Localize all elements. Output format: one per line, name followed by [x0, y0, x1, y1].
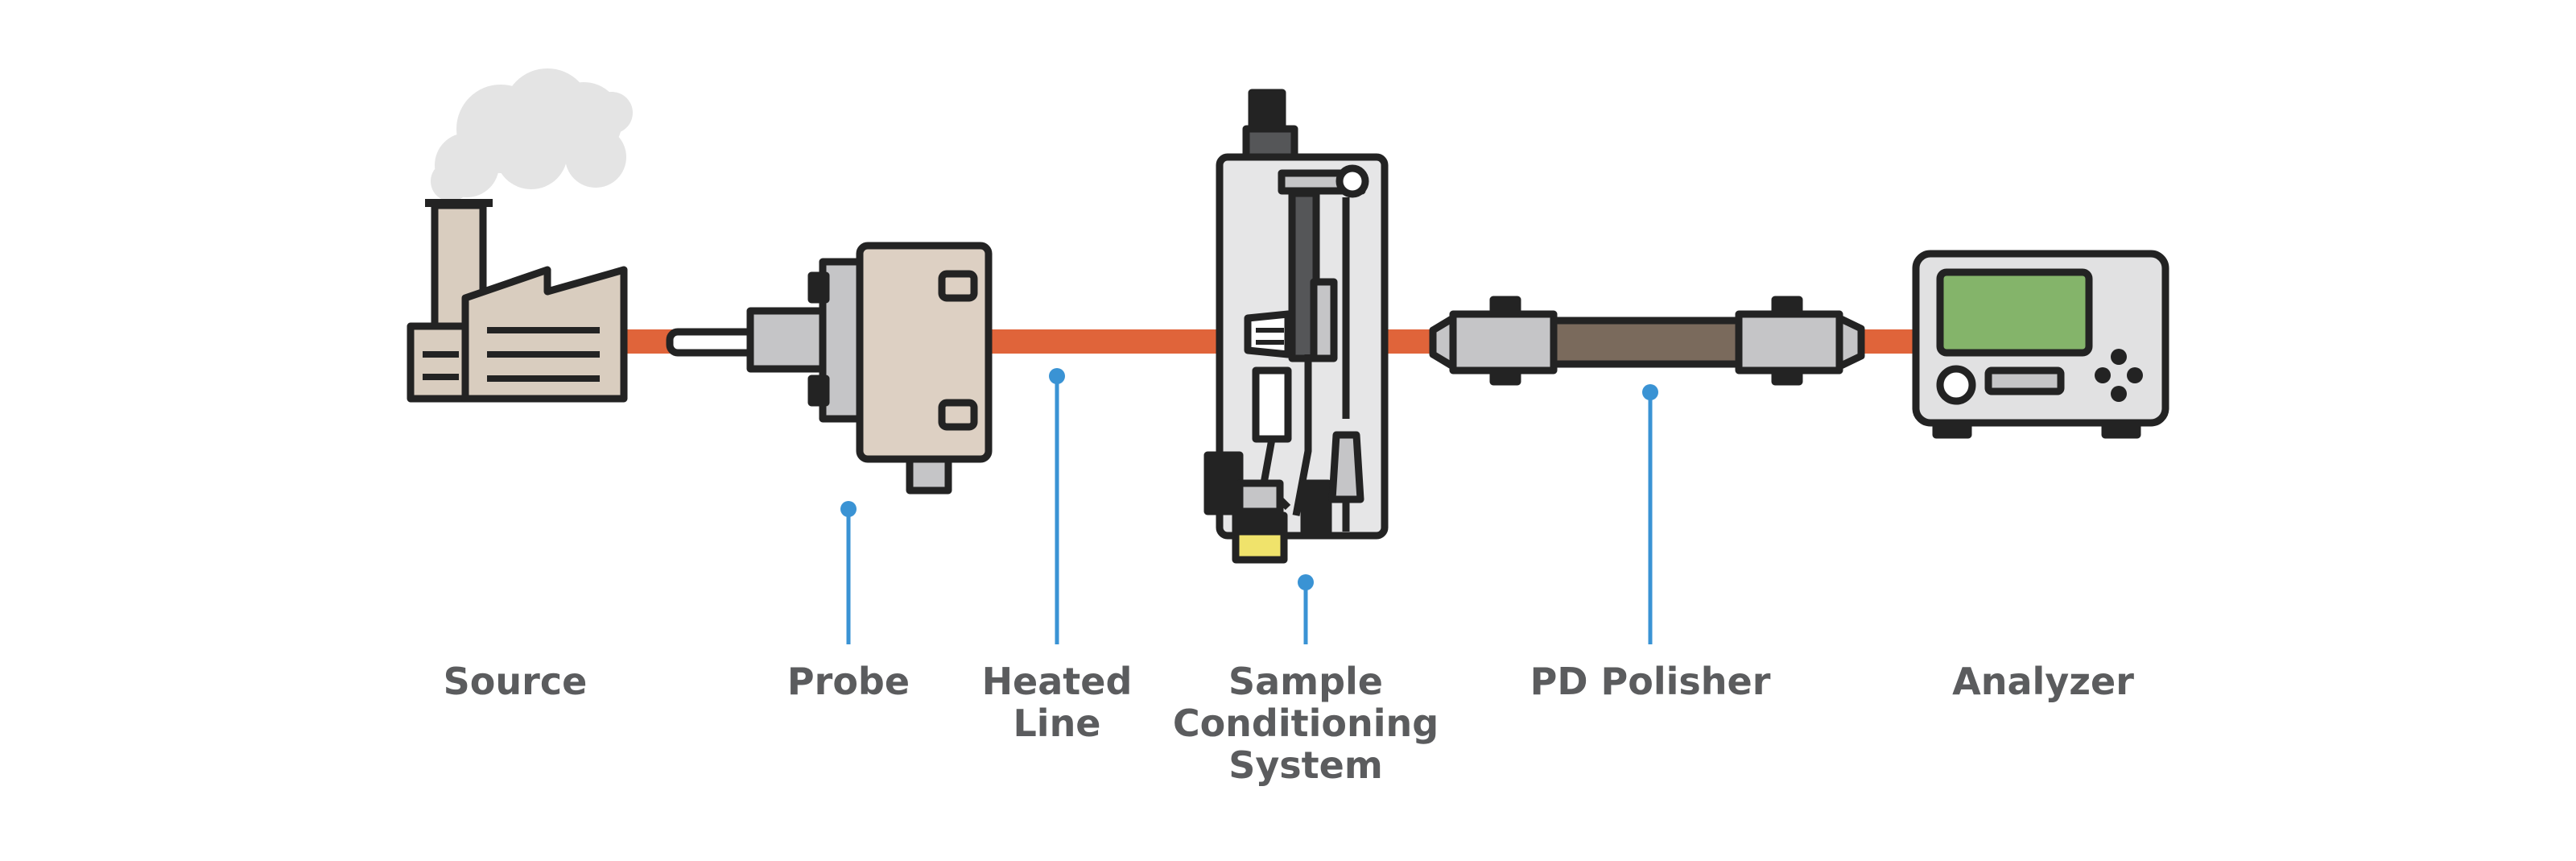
analyzer-label: Analyzer [1952, 660, 2134, 703]
heated-line-label: Heated Line [981, 660, 1133, 745]
analyzer-icon [1912, 250, 2169, 439]
sample-conditioning-label: Sample Conditioning System [1172, 660, 1439, 787]
smoke-icon [431, 68, 633, 201]
source-label: Source [443, 660, 588, 703]
probe-label: Probe [786, 660, 910, 703]
probe-callout [840, 501, 857, 644]
heated-line-callout [1049, 368, 1065, 644]
factory-icon [407, 68, 633, 403]
conditioning-callout [1298, 574, 1314, 644]
probe-icon [666, 242, 993, 495]
conditioning-cabinet-icon [1203, 89, 1389, 564]
pd-polisher-callout [1642, 384, 1658, 644]
pd-polisher-label: PD Polisher [1530, 660, 1771, 703]
pd-polisher-icon [1429, 296, 1865, 386]
